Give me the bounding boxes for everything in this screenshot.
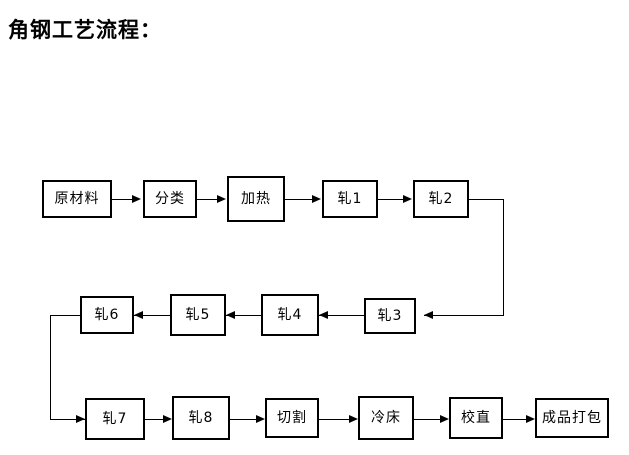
arrowhead-right-icon	[76, 415, 85, 423]
page-title: 角钢工艺流程：	[8, 18, 162, 42]
node-label: 校直	[461, 410, 491, 426]
node-roll-6[interactable]: 轧6	[80, 296, 134, 334]
connector-cooling-bed-to-straightening	[414, 419, 441, 420]
node-heating[interactable]: 加热	[227, 176, 285, 222]
node-label: 加热	[241, 191, 271, 207]
connector-straightening-to-packaging	[503, 419, 527, 420]
node-roll-4[interactable]: 轧4	[261, 294, 319, 336]
connector-roll-6-to-roll-7-segment-h-top	[50, 315, 80, 316]
node-raw-material[interactable]: 原材料	[42, 180, 112, 218]
node-label: 成品打包	[542, 410, 602, 426]
node-label: 分类	[155, 191, 185, 207]
node-roll-5[interactable]: 轧5	[170, 294, 226, 336]
connector-raw-material-to-sorting	[112, 199, 134, 200]
node-label: 切割	[277, 410, 307, 426]
connector-sorting-to-heating	[197, 199, 218, 200]
arrowhead-right-icon	[217, 195, 226, 203]
node-straightening[interactable]: 校直	[449, 397, 503, 439]
node-roll-8[interactable]: 轧8	[172, 396, 230, 440]
arrowhead-right-icon	[312, 195, 321, 203]
connector-cutting-to-cooling-bed	[319, 419, 350, 420]
node-label: 轧2	[428, 191, 454, 207]
connector-roll-8-to-cutting	[230, 419, 257, 420]
arrowhead-right-icon	[403, 195, 412, 203]
connector-roll-6-to-roll-7-segment-h-bottom	[50, 419, 85, 420]
connector-roll-2-to-roll-3-segment-v	[503, 199, 504, 316]
node-packaging[interactable]: 成品打包	[535, 398, 609, 438]
connector-roll-4-to-roll-5	[226, 315, 261, 316]
node-cutting[interactable]: 切割	[265, 398, 319, 438]
node-sorting[interactable]: 分类	[143, 180, 197, 218]
node-roll-1[interactable]: 轧1	[322, 180, 378, 218]
connector-roll-1-to-roll-2	[378, 199, 404, 200]
arrowhead-left-icon	[424, 311, 433, 319]
connector-heating-to-roll-1	[285, 199, 313, 200]
node-label: 冷床	[371, 410, 401, 426]
connector-roll-2-to-roll-3-segment-h-top	[469, 199, 504, 200]
node-label: 轧4	[277, 307, 303, 323]
node-label: 轧5	[185, 307, 211, 323]
arrowhead-left-icon	[134, 311, 143, 319]
connector-roll-6-to-roll-7-segment-v	[50, 315, 51, 420]
node-label: 轧7	[102, 411, 128, 427]
node-roll-2[interactable]: 轧2	[413, 180, 469, 218]
arrowhead-right-icon	[256, 415, 265, 423]
node-label: 轧8	[188, 410, 214, 426]
connector-roll-5-to-roll-6	[134, 315, 170, 316]
node-roll-3[interactable]: 轧3	[364, 298, 416, 334]
arrowhead-left-icon	[226, 311, 235, 319]
node-label: 轧1	[337, 191, 363, 207]
connector-roll-3-to-roll-4	[319, 315, 364, 316]
arrowhead-left-icon	[319, 311, 328, 319]
node-label: 轧3	[377, 308, 403, 324]
connector-roll-2-to-roll-3-segment-h-bottom	[424, 315, 504, 316]
node-roll-7[interactable]: 轧7	[85, 398, 145, 440]
arrowhead-right-icon	[440, 415, 449, 423]
node-label: 轧6	[94, 307, 120, 323]
arrowhead-right-icon	[132, 195, 141, 203]
connector-roll-7-to-roll-8	[145, 419, 165, 420]
arrowhead-right-icon	[526, 415, 535, 423]
node-label: 原材料	[54, 191, 100, 207]
arrowhead-right-icon	[349, 415, 358, 423]
arrowhead-right-icon	[163, 415, 172, 423]
node-cooling-bed[interactable]: 冷床	[358, 396, 414, 440]
